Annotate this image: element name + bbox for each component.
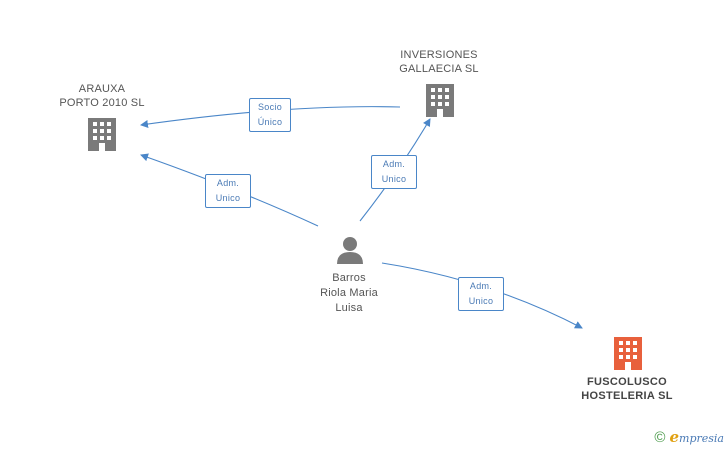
building-icon-fuscolusco[interactable]	[614, 337, 642, 370]
node-label-line: Barros	[332, 272, 366, 284]
brand-footer: © empresia	[654, 428, 724, 446]
edge-label-line: Adm.	[216, 178, 240, 188]
node-label-line: INVERSIONES	[400, 49, 478, 61]
person-icon-barros[interactable]	[337, 237, 363, 264]
edge-label-line: Adm.	[469, 281, 493, 291]
node-label-fuscolusco[interactable]: FUSCOLUSCO HOSTELERIA SL	[568, 375, 686, 403]
brand-logo-initial: e	[669, 428, 680, 446]
node-label-line: Luisa	[335, 302, 363, 314]
edge-label-line: Único	[257, 117, 283, 127]
node-label-arauxa[interactable]: ARAUXA PORTO 2010 SL	[50, 82, 154, 110]
edge-label-barros-fuscolusco[interactable]: Adm. Unico	[458, 277, 504, 311]
node-label-line: HOSTELERIA SL	[581, 390, 673, 402]
edge-label-line: Unico	[381, 174, 407, 184]
node-label-line: Riola Maria	[320, 287, 378, 299]
building-icon-gallaecia[interactable]	[426, 84, 454, 117]
brand-logo[interactable]: empresia	[669, 428, 724, 446]
edge-label-line: Unico	[468, 296, 494, 306]
edge-label-barros-arauxa[interactable]: Adm. Unico	[205, 174, 251, 208]
node-label-line: GALLAECIA SL	[399, 63, 479, 75]
node-label-barros[interactable]: Barros Riola Maria Luisa	[300, 271, 398, 316]
edge-label-line: Socio	[257, 102, 282, 112]
node-label-line: PORTO 2010 SL	[59, 97, 145, 109]
brand-logo-text: mpresia	[679, 432, 724, 445]
edge-label-barros-gallaecia[interactable]: Adm. Unico	[371, 155, 417, 189]
node-label-line: FUSCOLUSCO	[587, 376, 667, 388]
building-icon-arauxa[interactable]	[88, 118, 116, 151]
edge-label-line: Unico	[215, 193, 241, 203]
node-label-gallaecia[interactable]: INVERSIONES GALLAECIA SL	[386, 48, 492, 76]
edge-label-gallaecia-arauxa[interactable]: Socio Único	[249, 98, 291, 132]
copyright-icon: ©	[654, 428, 666, 446]
node-label-line: ARAUXA	[78, 83, 126, 95]
edge-label-line: Adm.	[382, 159, 406, 169]
